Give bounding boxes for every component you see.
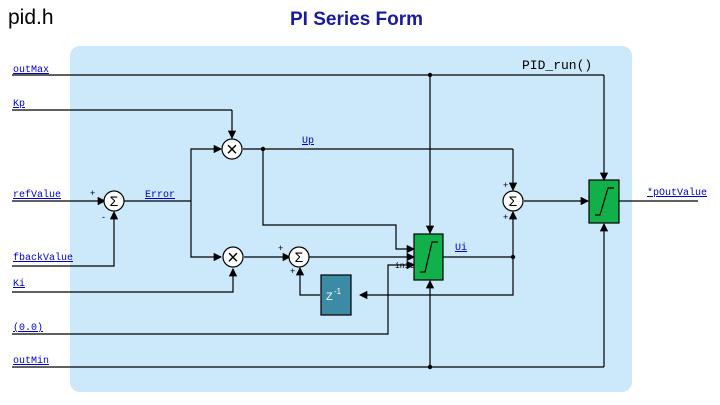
wires bbox=[12, 74, 698, 368]
saturation-output[interactable] bbox=[588, 179, 620, 224]
saturation-output-curve bbox=[595, 187, 614, 216]
function-block-background bbox=[70, 46, 632, 392]
wire-fback-value bbox=[12, 210, 119, 267]
sum-output[interactable]: Σ bbox=[502, 190, 524, 212]
wire-up-to-sat-int bbox=[262, 149, 416, 254]
file-title: pid.h bbox=[8, 6, 54, 29]
wire-error-to-i-mult bbox=[190, 201, 223, 262]
input-label-out-max[interactable]: outMax bbox=[13, 65, 49, 76]
junction-out-max bbox=[427, 72, 433, 78]
saturation-integral[interactable] bbox=[413, 233, 444, 281]
function-block-name: PID_run() bbox=[522, 58, 592, 73]
saturation-integral-curve bbox=[420, 241, 438, 273]
junction-up bbox=[260, 146, 266, 152]
sign-error-plus: + bbox=[90, 188, 95, 198]
unit-delay[interactable]: Z -1 bbox=[320, 274, 352, 316]
sum-integral-symbol: Σ bbox=[295, 249, 304, 265]
output-label-p-out-value[interactable]: *pOutValue bbox=[647, 187, 707, 199]
sum-integral[interactable]: Σ bbox=[288, 246, 310, 268]
wire-delay-to-sum bbox=[295, 266, 320, 296]
sign-int-plus-top: + bbox=[278, 243, 283, 253]
sum-output-symbol: Σ bbox=[509, 193, 518, 209]
input-label-kp[interactable]: Kp bbox=[13, 99, 25, 110]
input-label-init-const[interactable]: (0.0) bbox=[13, 322, 43, 334]
multiply-proportional-symbol: × bbox=[226, 139, 238, 161]
input-label-out-min[interactable]: outMin bbox=[13, 355, 49, 367]
signal-label-error: Error bbox=[145, 190, 175, 201]
input-label-fback-value[interactable]: fbackValue bbox=[13, 252, 73, 264]
input-label-ref-value[interactable]: refValue bbox=[13, 189, 61, 201]
sign-error-minus: - bbox=[102, 212, 105, 222]
junction-ui bbox=[510, 254, 516, 260]
sum-error-symbol: Σ bbox=[110, 193, 119, 209]
signal-label-up: Up bbox=[302, 136, 314, 147]
signal-label-ui: Ui bbox=[455, 242, 467, 254]
junction-out-min bbox=[427, 364, 433, 370]
sum-error[interactable]: Σ bbox=[103, 190, 125, 212]
sign-out-plus-bottom: + bbox=[503, 212, 508, 222]
wire-error-to-p-mult bbox=[190, 144, 223, 201]
multiply-proportional[interactable]: × bbox=[221, 138, 243, 161]
junctions bbox=[260, 72, 516, 370]
multiply-integral-symbol: × bbox=[227, 247, 239, 269]
wire-ui-feedback bbox=[358, 257, 514, 300]
wire-init-const bbox=[12, 260, 416, 335]
unit-delay-z: Z bbox=[326, 291, 333, 303]
wire-ki bbox=[12, 267, 238, 293]
input-label-ki[interactable]: Ki bbox=[13, 278, 25, 290]
multiply-integral[interactable]: × bbox=[222, 246, 244, 269]
unit-delay-exponent: -1 bbox=[334, 287, 342, 296]
signal-label-init: init bbox=[395, 262, 414, 271]
sign-int-plus-bottom: + bbox=[290, 266, 295, 276]
diagram-title: PI Series Form bbox=[290, 9, 424, 30]
sign-labels: + - + + + + bbox=[90, 180, 508, 276]
sign-out-plus-top: + bbox=[503, 180, 508, 190]
